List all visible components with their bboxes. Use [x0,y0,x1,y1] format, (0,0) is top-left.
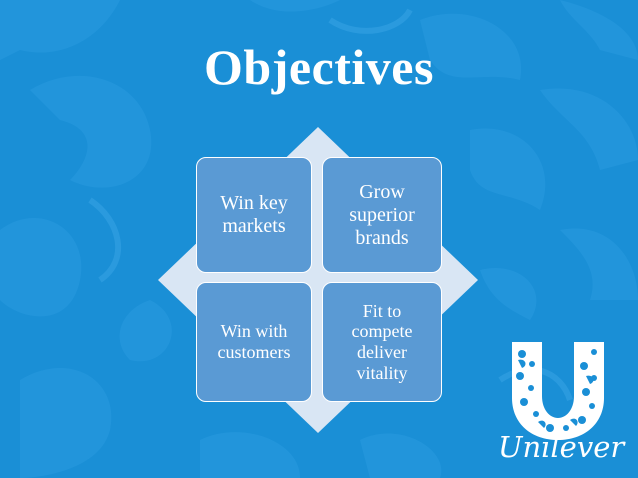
slide-title: Objectives [204,39,434,95]
objective-box-grow-superior-brands: Grow superior brands [322,157,442,273]
objective-box-win-with-customers: Win with customers [196,282,312,402]
unilever-u-logo-icon [512,342,604,440]
objective-box-fit-to-compete: Fit to compete deliver vitality [322,282,442,402]
objective-label: Fit to compete deliver vitality [351,300,413,383]
unilever-wordmark: Unilever [498,430,625,464]
objective-label: Win with customers [217,321,291,362]
objective-label: Win key markets [220,192,288,237]
objective-label: Grow superior brands [349,180,415,249]
objective-box-win-key-markets: Win key markets [196,157,312,273]
